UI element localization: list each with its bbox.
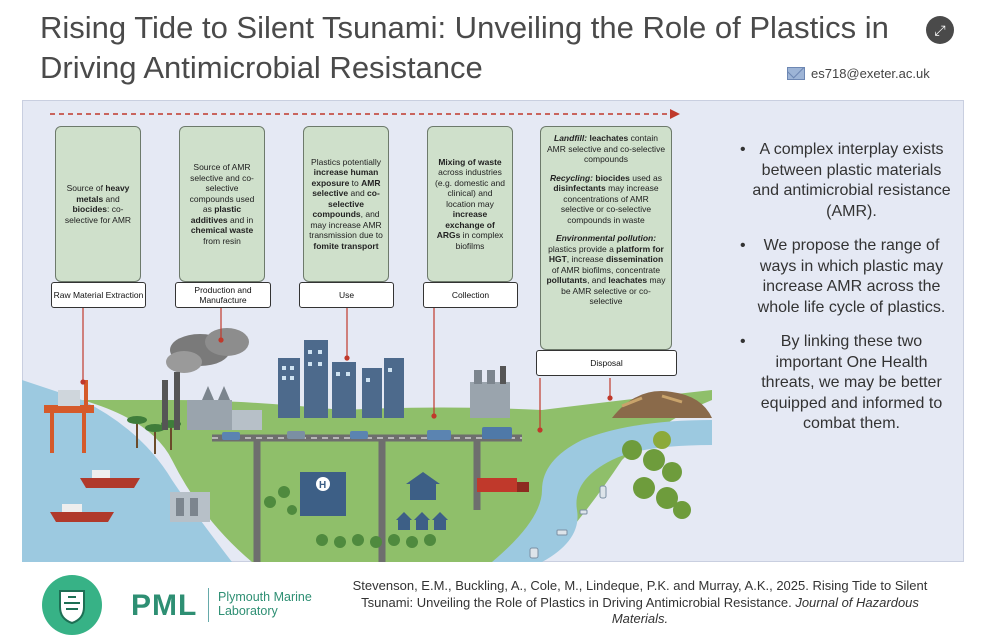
river	[492, 420, 712, 562]
stage-raw-material-text: Source of heavy metals and biocides: co-…	[55, 126, 141, 282]
stage-2-body: Plastics potentially increase human expo…	[309, 156, 383, 251]
ship-2	[50, 504, 114, 522]
key-points-list: •A complex interplay exists between plas…	[730, 140, 955, 449]
contact-email[interactable]: es718@exeter.ac.uk	[787, 66, 930, 81]
houses	[396, 472, 448, 530]
plastic-debris	[529, 485, 607, 559]
key-point: •We propose the range of ways in which p…	[740, 237, 946, 316]
disposal-paragraph: Recycling: biocides used as disinfectant…	[550, 172, 662, 225]
oil-rig	[44, 380, 94, 453]
factory	[162, 328, 262, 430]
vehicles	[222, 427, 512, 440]
disposal-paragraph: Landfill: leachates contain AMR selectiv…	[546, 133, 666, 164]
pml-crest-icon	[42, 575, 102, 635]
landfill	[612, 391, 712, 418]
pml-logo-text: PML	[131, 589, 198, 622]
stage-production-text: Source of AMR selective and co-selective…	[179, 126, 265, 282]
warehouse	[170, 492, 210, 522]
stage-production-label: Production and Manufacture	[175, 282, 271, 308]
stage-0-body: Source of heavy metals and biocides: co-…	[64, 183, 132, 225]
stage-disposal-label: Disposal	[536, 350, 677, 376]
disposal-paragraph: Environmental pollution: plastics provid…	[546, 233, 666, 306]
organisation-name: Plymouth Marine Laboratory	[218, 590, 312, 618]
stage-collection-label: Collection	[423, 282, 518, 308]
stage-use-label: Use	[299, 282, 394, 308]
email-address: es718@exeter.ac.uk	[811, 66, 930, 81]
palm-trees	[127, 416, 181, 454]
stage-collection-text: Mixing of waste across industries (e.g. …	[427, 126, 513, 282]
expand-icon[interactable]: ⤢	[926, 16, 954, 44]
hospital: H	[300, 472, 346, 516]
citation: Stevenson, E.M., Buckling, A., Cole, M.,…	[352, 578, 928, 626]
poster-title: Rising Tide to Silent Tsunami: Unveiling…	[40, 10, 889, 85]
envelope-icon	[787, 67, 805, 80]
logo-divider	[208, 588, 209, 622]
forest	[622, 431, 691, 519]
recycling-facility	[470, 366, 510, 418]
ship-1	[80, 470, 140, 488]
stage-disposal-body: Landfill: leachates contain AMR selectiv…	[546, 133, 666, 315]
trees	[264, 486, 436, 548]
stage-raw-material-label: Raw Material Extraction	[51, 282, 146, 308]
stage-3-body: Mixing of waste across industries (e.g. …	[435, 156, 505, 251]
city-skyline	[278, 340, 404, 418]
svg-text:H: H	[319, 480, 326, 491]
stage-connectors	[80, 308, 613, 433]
key-point: •By linking these two important One Heal…	[740, 333, 943, 432]
key-point: •A complex interplay exists between plas…	[740, 141, 951, 220]
dump-truck	[477, 478, 529, 492]
plastic-lifecycle-illustration: H	[22, 109, 712, 562]
stage-1-body: Source of AMR selective and co-selective…	[189, 162, 255, 246]
stage-disposal-text: Landfill: leachates contain AMR selectiv…	[540, 126, 672, 350]
stage-use-text: Plastics potentially increase human expo…	[303, 126, 389, 282]
